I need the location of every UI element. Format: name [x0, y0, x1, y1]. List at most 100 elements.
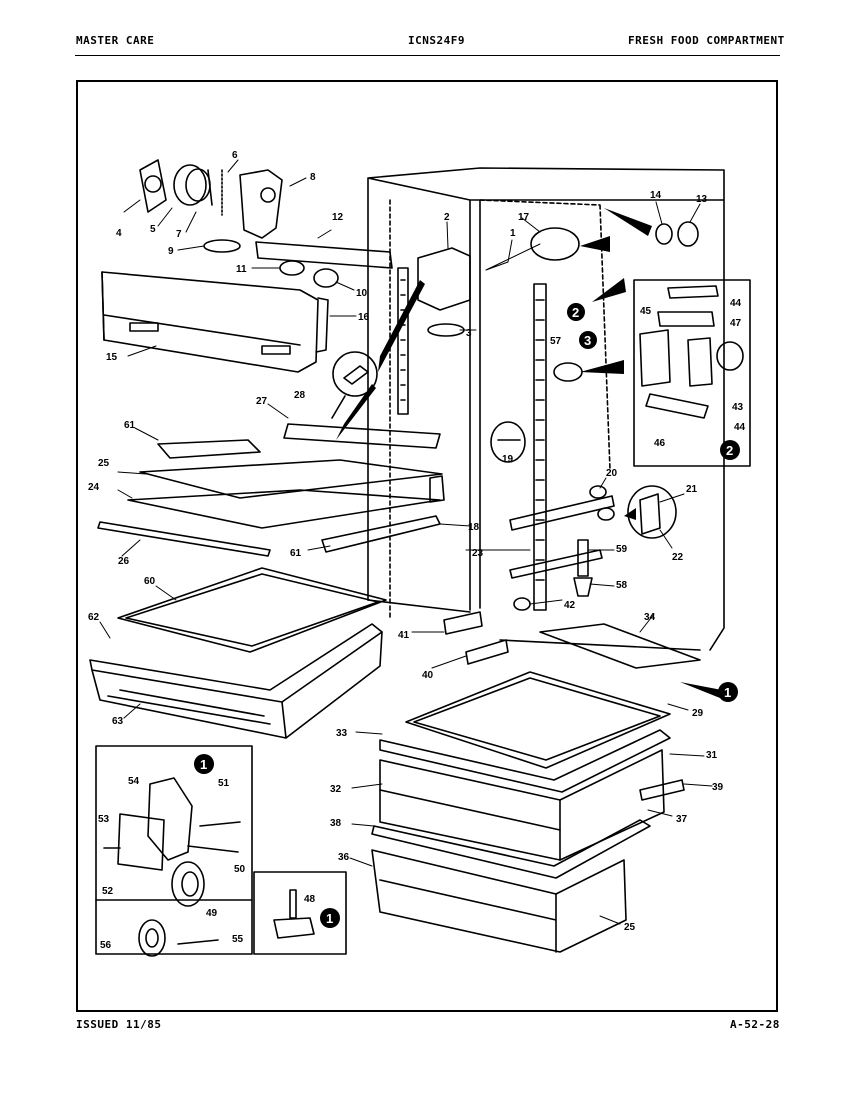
- callout-29: 29: [692, 708, 704, 719]
- callout-7: 7: [176, 229, 182, 240]
- leader-lines: [99, 159, 713, 925]
- diagram-frame: [76, 80, 778, 1012]
- header-section-title: FRESH FOOD COMPARTMENT: [628, 34, 785, 47]
- callout-1: 1: [510, 228, 516, 239]
- callout-13: 13: [696, 194, 708, 205]
- callout-10: 10: [356, 288, 368, 299]
- callout-60: 60: [144, 576, 156, 587]
- badge-main-2: 2: [572, 305, 579, 320]
- callout-36: 36: [338, 852, 350, 863]
- detail-28: [331, 351, 378, 419]
- callout-62: 62: [88, 612, 100, 623]
- callout-51: 51: [218, 778, 230, 789]
- callout-44b: 44: [734, 422, 746, 433]
- header-model-line: MASTER CARE: [76, 34, 155, 47]
- light-bracket: [255, 241, 393, 288]
- circled-references: 2 3 1 2 1 1: [194, 303, 740, 928]
- callout-49: 49: [206, 908, 218, 919]
- callout-18: 18: [468, 522, 480, 533]
- detail-17-19: [490, 227, 580, 463]
- callout-22: 22: [672, 552, 684, 563]
- detail-13-14: [655, 221, 699, 247]
- callout-59: 59: [616, 544, 628, 555]
- meat-pan: [371, 779, 685, 953]
- callout-21: 21: [686, 484, 698, 495]
- crisper-left: [89, 567, 387, 739]
- pan-brackets: [443, 611, 509, 665]
- callout-16: 16: [358, 312, 370, 323]
- detail-arrows: [336, 208, 722, 698]
- detail-21: [627, 485, 677, 539]
- callout-41: 41: [398, 630, 410, 641]
- callout-3: 3: [466, 328, 472, 339]
- callout-40: 40: [422, 670, 434, 681]
- callout-33: 33: [336, 728, 348, 739]
- callout-5: 5: [150, 224, 156, 235]
- callout-47: 47: [730, 318, 742, 329]
- callout-50: 50: [234, 864, 246, 875]
- callout-61a: 61: [124, 420, 136, 431]
- callout-26: 26: [118, 556, 130, 567]
- callout-39: 39: [712, 782, 724, 793]
- callout-25b: 25: [624, 922, 636, 933]
- callout-44a: 44: [730, 298, 742, 309]
- callout-23: 23: [472, 548, 484, 559]
- callout-11: 11: [236, 264, 247, 275]
- shelf-ladder-left: [397, 267, 409, 415]
- light-shield: [417, 247, 471, 337]
- callout-28: 28: [294, 390, 306, 401]
- inset-roller-assembly: [95, 745, 253, 957]
- callout-labels: 4 5 6 7 8 9 10 11 12 13 14 15 16 17 18 1…: [88, 150, 746, 951]
- callout-48: 48: [304, 894, 316, 905]
- footer-issued-date: ISSUED 11/85: [76, 1018, 162, 1031]
- callout-42: 42: [564, 600, 576, 611]
- callout-56: 56: [100, 940, 112, 951]
- callout-2: 2: [444, 212, 450, 223]
- header-model-number: ICNS24F9: [408, 34, 465, 47]
- badge-main-1: 1: [724, 685, 731, 700]
- callout-54: 54: [128, 776, 140, 787]
- footer-drawing-code: A-52-28: [730, 1018, 780, 1031]
- callout-43: 43: [732, 402, 744, 413]
- callout-37: 37: [676, 814, 688, 825]
- callout-19: 19: [502, 454, 514, 465]
- inset-leveler: [253, 871, 347, 955]
- callout-58: 58: [616, 580, 628, 591]
- control-housing-parts: [139, 159, 283, 253]
- badge-inset-1b: 1: [326, 911, 333, 926]
- shelf-ladder-right: [509, 283, 615, 611]
- callout-57: 57: [550, 336, 562, 347]
- callout-12: 12: [332, 212, 344, 223]
- inset-hinge-detail: [633, 279, 751, 467]
- badge-inset-1a: 1: [200, 757, 207, 772]
- callout-46: 46: [654, 438, 666, 449]
- badge-inset-2: 2: [726, 443, 733, 458]
- callout-15: 15: [106, 352, 118, 363]
- callout-32: 32: [330, 784, 342, 795]
- upper-shelf-assembly: [97, 423, 445, 557]
- callout-9: 9: [168, 246, 174, 257]
- callout-24: 24: [88, 482, 100, 493]
- control-panel: [101, 271, 329, 373]
- callout-17: 17: [518, 212, 530, 223]
- callout-55: 55: [232, 934, 244, 945]
- callout-61b: 61: [290, 548, 302, 559]
- callout-27: 27: [256, 396, 268, 407]
- callout-53: 53: [98, 814, 110, 825]
- callout-31: 31: [706, 750, 718, 761]
- callout-45: 45: [640, 306, 652, 317]
- callout-6: 6: [232, 150, 238, 161]
- callout-14: 14: [650, 190, 662, 201]
- callout-34: 34: [644, 612, 656, 623]
- callout-25a: 25: [98, 458, 110, 469]
- callout-20: 20: [606, 468, 618, 479]
- badge-main-3: 3: [584, 333, 591, 348]
- callout-52: 52: [102, 886, 114, 897]
- header-rule: [75, 55, 780, 56]
- callout-38: 38: [330, 818, 342, 829]
- callout-8: 8: [310, 172, 316, 183]
- callout-63: 63: [112, 716, 124, 727]
- callout-4: 4: [116, 228, 122, 239]
- crisper-right: [379, 623, 701, 861]
